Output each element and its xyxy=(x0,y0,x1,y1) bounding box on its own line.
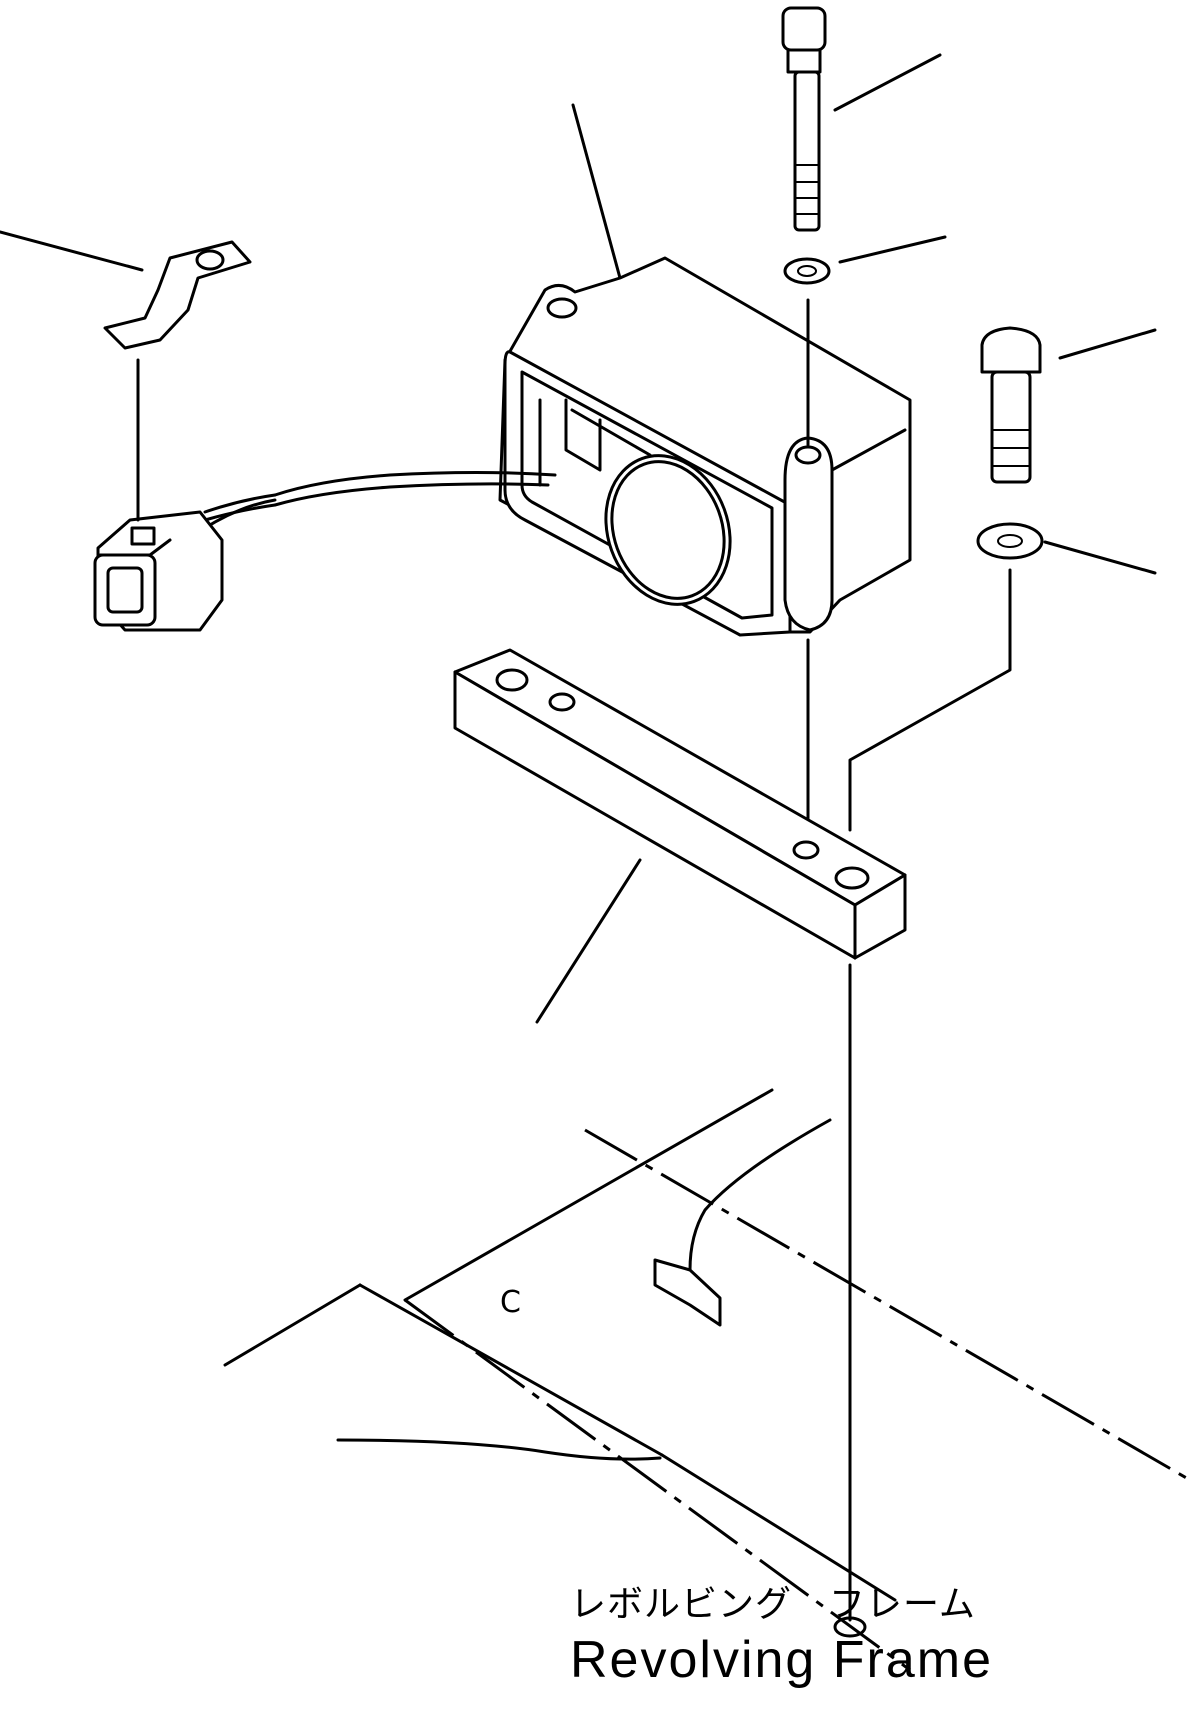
hole-mark-label: C xyxy=(500,1285,521,1320)
leader-clip xyxy=(0,230,144,272)
alarm-box xyxy=(498,256,912,637)
leader-lines xyxy=(0,53,1157,1024)
frame-centerline-1 xyxy=(404,1298,911,1672)
washer-right xyxy=(976,522,1044,560)
leader-alarm-box xyxy=(571,103,622,280)
connector xyxy=(93,510,224,632)
leader-short-bolt xyxy=(1058,328,1157,360)
frame-label-japanese: レボルビング フレーム xyxy=(570,1584,976,1625)
washer-top xyxy=(783,257,831,285)
long-bolt xyxy=(781,6,827,232)
leader-washer-right xyxy=(1043,540,1157,575)
frame-label-english: Revolving Frame xyxy=(570,1631,994,1689)
leader-long-bolt xyxy=(833,53,942,112)
leader-bracket xyxy=(535,858,642,1024)
bracket-bar xyxy=(453,648,907,960)
leader-washer-top xyxy=(838,235,947,264)
revolving-frame xyxy=(223,1088,1191,1672)
alignment-lines xyxy=(136,298,1012,1622)
wire-harness xyxy=(203,471,557,530)
short-bolt xyxy=(980,326,1042,484)
frame-centerline-2 xyxy=(584,1128,1191,1482)
frame-hole xyxy=(833,1616,867,1638)
clip xyxy=(103,240,252,350)
